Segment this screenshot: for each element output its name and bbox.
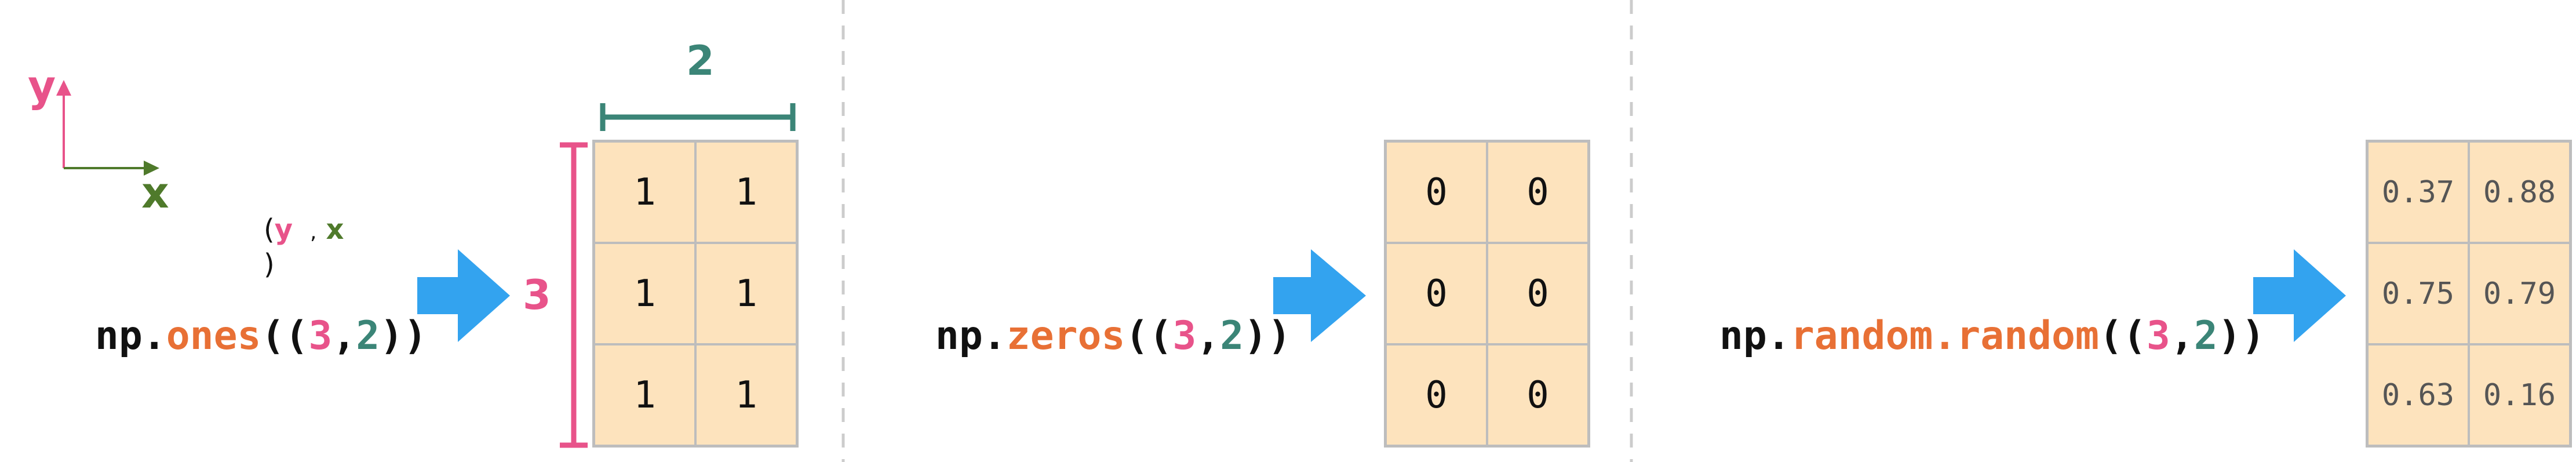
code-zeros-rows: 3 xyxy=(1172,313,1197,359)
ones-matrix: 1 1 1 1 1 1 xyxy=(592,140,799,448)
x-axis-label: x xyxy=(141,168,169,218)
code-random-comma: , xyxy=(2170,313,2194,359)
code-zeros-close: )) xyxy=(1244,313,1292,359)
code-random: np.random.random((3,2)) xyxy=(1672,277,2265,356)
arrow-ones xyxy=(417,249,510,342)
zeros-cell: 0 xyxy=(1487,141,1588,243)
code-zeros-comma: , xyxy=(1196,313,1220,359)
random-cell: 0.37 xyxy=(2367,141,2469,243)
code-zeros-open: (( xyxy=(1125,313,1173,359)
zeros-matrix: 0 0 0 0 0 0 xyxy=(1384,140,1590,448)
shape-hint-y: y xyxy=(274,213,293,246)
ones-cell: 1 xyxy=(594,344,695,446)
code-random-cols: 2 xyxy=(2194,313,2218,359)
y-axis-arrowhead xyxy=(56,80,71,96)
code-ones-close: )) xyxy=(380,313,428,359)
ones-cell: 1 xyxy=(695,243,797,344)
shape-hint-close: ) xyxy=(264,248,275,281)
width-label: 2 xyxy=(686,37,715,85)
random-cell: 0.79 xyxy=(2469,243,2570,344)
random-cell: 0.63 xyxy=(2367,344,2469,446)
zeros-cell: 0 xyxy=(1487,243,1588,344)
code-zeros-cols: 2 xyxy=(1220,313,1244,359)
ones-cell: 1 xyxy=(594,243,695,344)
shape-hint-comma: , xyxy=(310,220,317,244)
code-random-close: )) xyxy=(2217,313,2265,359)
code-zeros-func: zeros xyxy=(1006,313,1125,359)
code-ones-comma: , xyxy=(332,313,356,359)
random-cell: 0.75 xyxy=(2367,243,2469,344)
zeros-cell: 0 xyxy=(1487,344,1588,446)
code-ones-open: (( xyxy=(261,313,309,359)
code-zeros: np.zeros((3,2)) xyxy=(888,277,1291,356)
code-ones-rows: 3 xyxy=(308,313,333,359)
ones-cell: 1 xyxy=(695,141,797,243)
zeros-cell: 0 xyxy=(1386,344,1487,446)
shape-hint-open: ( xyxy=(264,213,275,246)
zeros-cell: 0 xyxy=(1386,141,1487,243)
code-random-func: random.random xyxy=(1790,313,2099,359)
code-random-open: (( xyxy=(2098,313,2147,359)
ones-cell: 1 xyxy=(695,344,797,446)
code-ones-cols: 2 xyxy=(356,313,380,359)
code-ones-func: ones xyxy=(166,313,261,359)
code-random-prefix: np. xyxy=(1719,313,1791,359)
code-random-rows: 3 xyxy=(2146,313,2170,359)
arrow-zeros xyxy=(1273,249,1366,342)
ones-cell: 1 xyxy=(594,141,695,243)
code-ones-prefix: np. xyxy=(94,313,166,359)
random-matrix: 0.37 0.88 0.75 0.79 0.63 0.16 xyxy=(2366,140,2572,448)
shape-hint-x: x xyxy=(326,213,344,246)
zeros-cell: 0 xyxy=(1386,243,1487,344)
random-cell: 0.16 xyxy=(2469,344,2570,446)
arrow-random xyxy=(2253,249,2346,342)
code-ones: np.ones((3,2)) xyxy=(48,277,427,356)
x-axis-arrowhead xyxy=(144,161,159,176)
code-zeros-prefix: np. xyxy=(935,313,1007,359)
shape-hint: (y, x xyxy=(264,216,344,243)
y-axis-label: y xyxy=(28,61,56,111)
random-cell: 0.88 xyxy=(2469,141,2570,243)
height-label: 3 xyxy=(523,271,551,319)
